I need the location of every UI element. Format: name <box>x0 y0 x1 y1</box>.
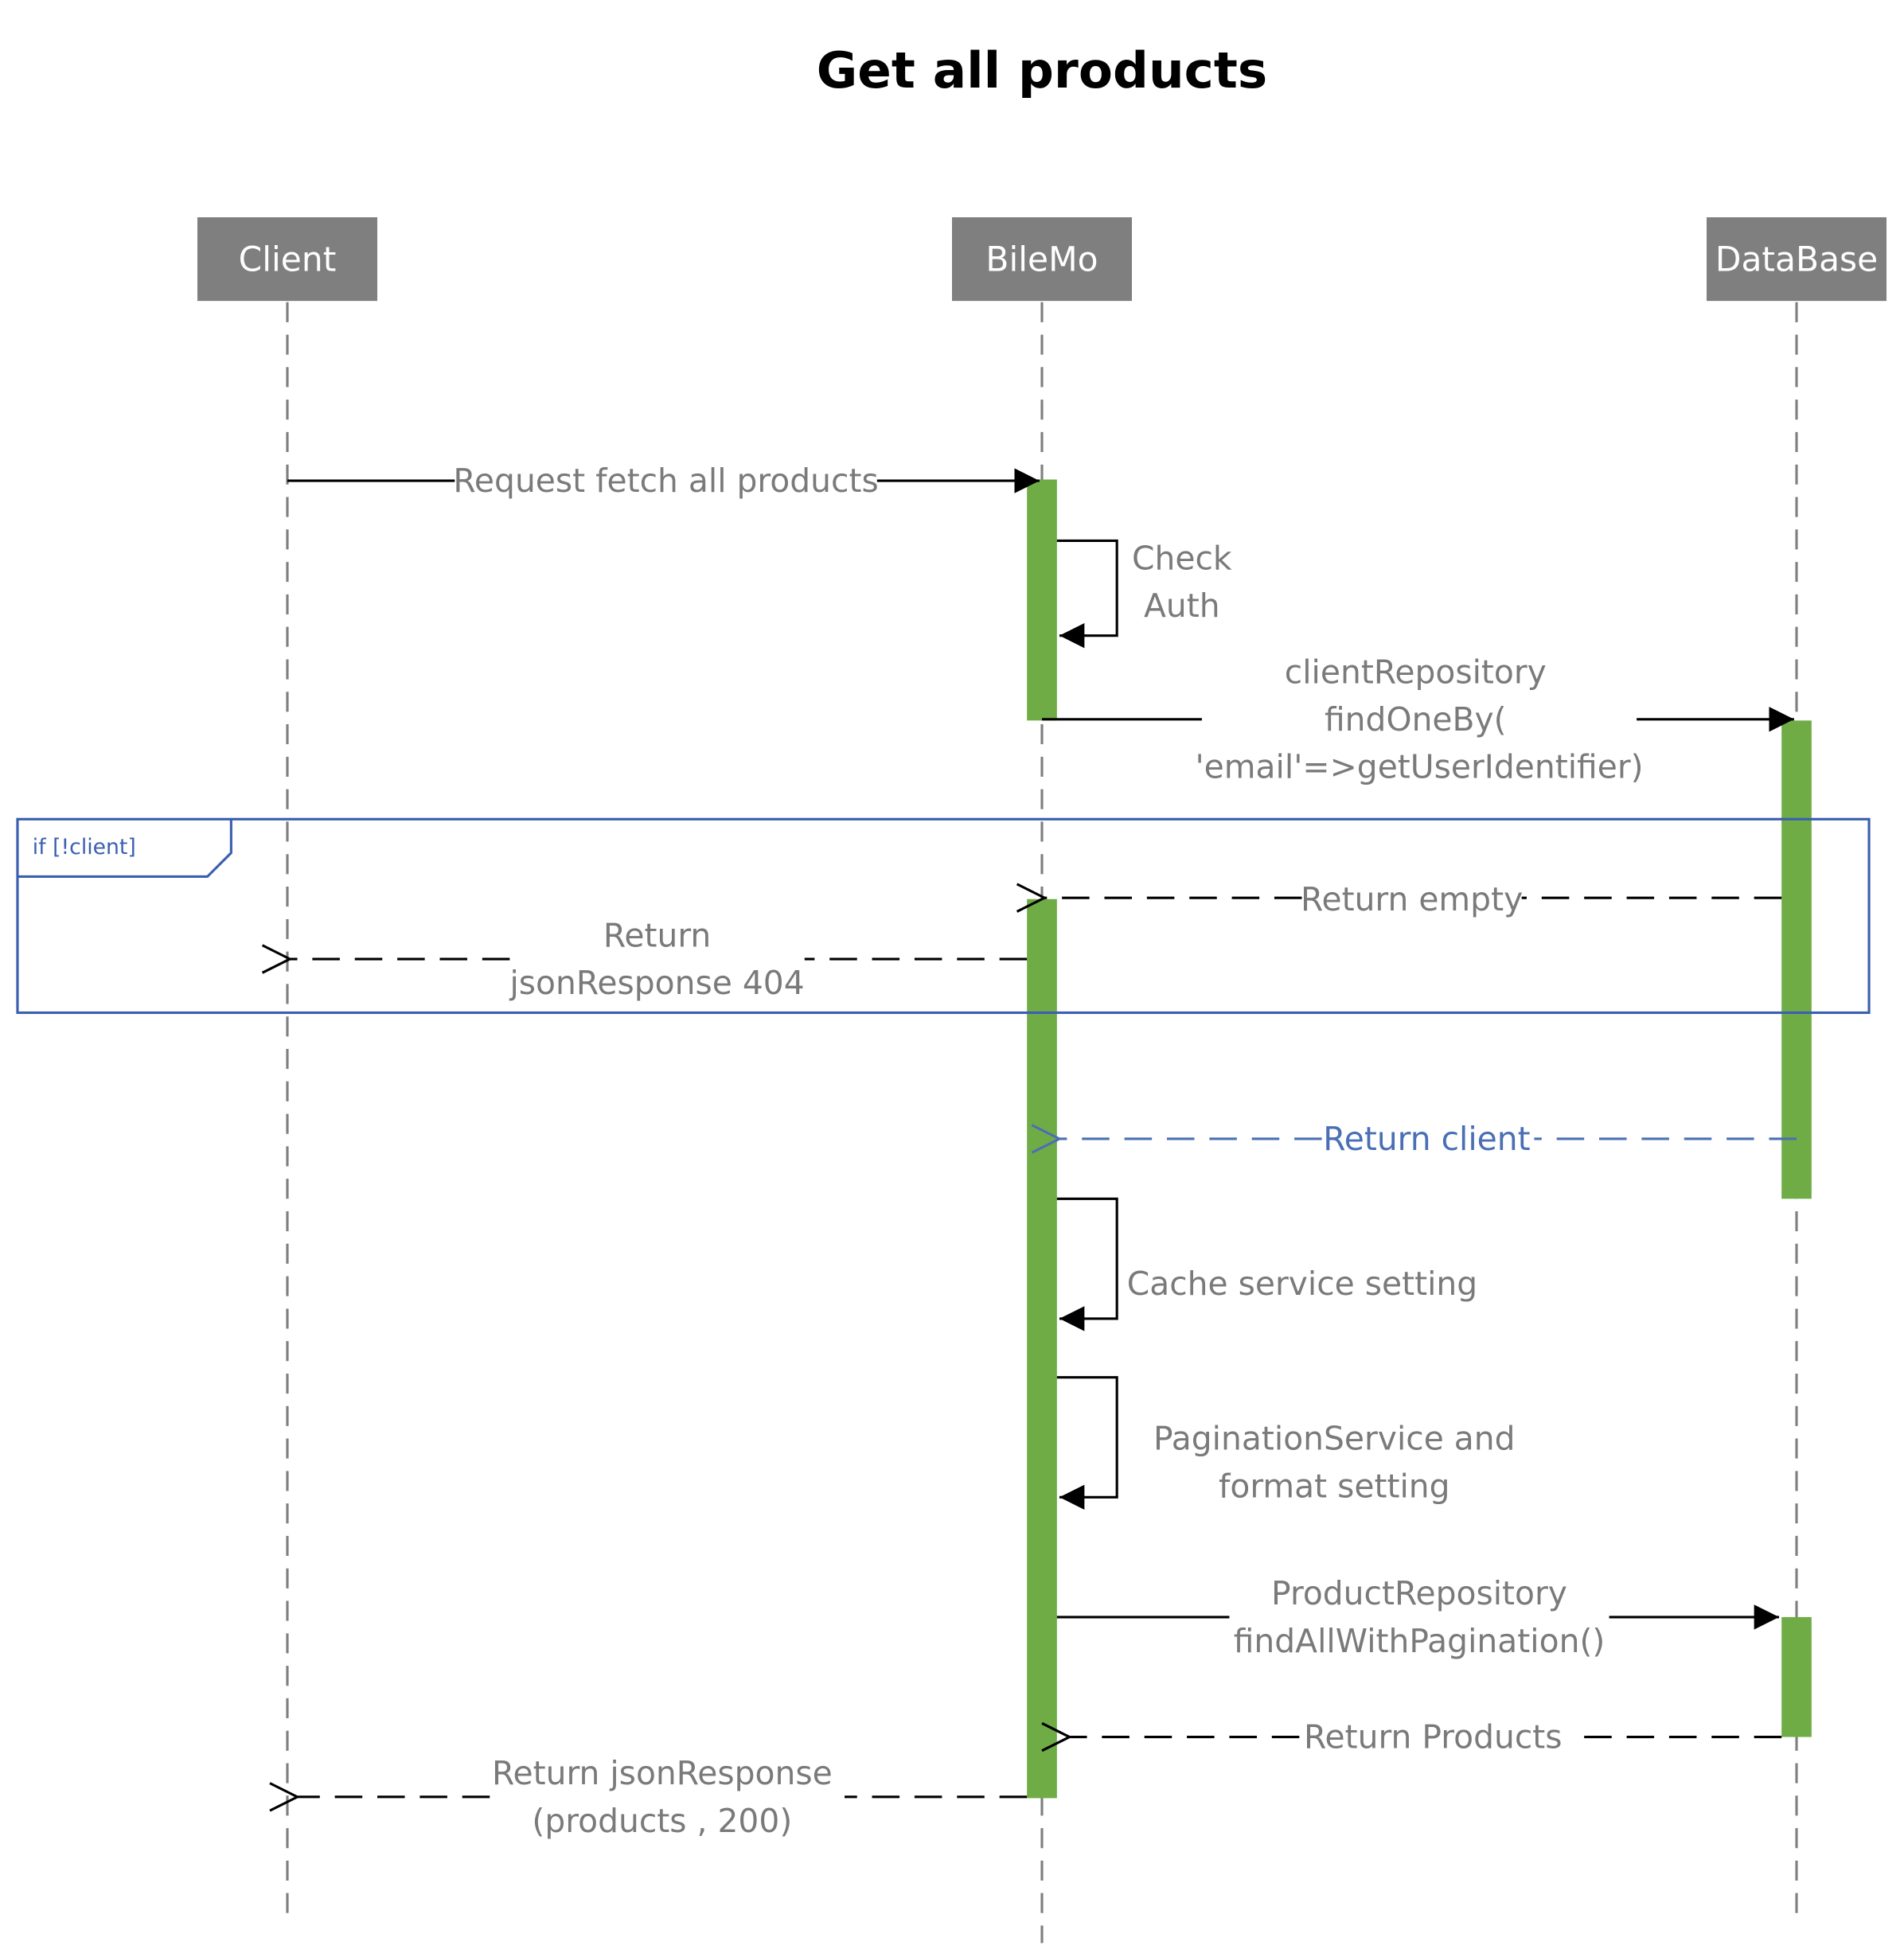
message-client-repository: clientRepository findOneBy( 'email'=>get… <box>1042 653 1794 786</box>
message-cache-service-label: Cache service setting <box>1127 1265 1477 1303</box>
message-check-auth-line1: Check <box>1132 539 1232 577</box>
alt-frame: if [!client] <box>16 817 1871 1015</box>
message-product-repository: ProductRepository findAllWithPagination(… <box>1056 1574 1780 1660</box>
message-return-client: Return client <box>1059 1120 1797 1158</box>
actor-database-label: DataBase <box>1715 240 1878 279</box>
message-request: Request fetch all products <box>287 462 1040 500</box>
message-product-repository-line2: findAllWithPagination() <box>1234 1622 1606 1660</box>
message-check-auth: Check Auth <box>1056 539 1232 649</box>
message-check-auth-line2: Auth <box>1144 587 1220 625</box>
message-pagination-service-line1: PaginationService and <box>1153 1420 1516 1458</box>
actor-bilemo: BileMo <box>952 217 1133 302</box>
actor-database: DataBase <box>1707 217 1887 302</box>
message-return-products: Return Products <box>1070 1718 1782 1756</box>
activation-bilemo-2 <box>1027 899 1057 1799</box>
frame-guard-label: if [!client] <box>33 835 136 860</box>
activation-database-1 <box>1781 720 1812 1199</box>
message-return-404: Return jsonResponse 404 <box>290 916 1028 1002</box>
message-request-label: Request fetch all products <box>453 462 878 500</box>
message-return-products-label: Return Products <box>1304 1718 1563 1756</box>
actor-client: Client <box>197 217 378 302</box>
diagram-title: Get all products <box>817 41 1267 99</box>
message-client-repository-line2: findOneBy( <box>1325 700 1507 739</box>
message-cache-service: Cache service setting <box>1056 1197 1477 1331</box>
message-product-repository-line1: ProductRepository <box>1271 1574 1567 1612</box>
activation-bilemo-1 <box>1027 479 1057 721</box>
message-return-200-line1: Return jsonResponse <box>492 1754 833 1792</box>
message-return-200: Return jsonResponse (products , 200) <box>298 1754 1028 1840</box>
message-client-repository-line3: 'email'=>getUserIdentifier) <box>1195 748 1643 786</box>
message-return-404-line1: Return <box>603 916 711 954</box>
message-return-404-line2: jsonResponse 404 <box>509 964 804 1002</box>
message-return-empty: Return empty <box>1044 880 1782 918</box>
actor-bilemo-label: BileMo <box>985 240 1098 279</box>
activation-database-2 <box>1781 1616 1812 1737</box>
message-pagination-service-line2: format setting <box>1219 1467 1450 1505</box>
message-return-200-line2: (products , 200) <box>532 1802 792 1840</box>
actor-client-label: Client <box>239 240 337 279</box>
message-client-repository-line1: clientRepository <box>1285 653 1547 691</box>
message-return-client-label: Return client <box>1323 1120 1530 1158</box>
message-pagination-service: PaginationService and format setting <box>1056 1376 1516 1510</box>
message-return-empty-label: Return empty <box>1301 880 1523 918</box>
